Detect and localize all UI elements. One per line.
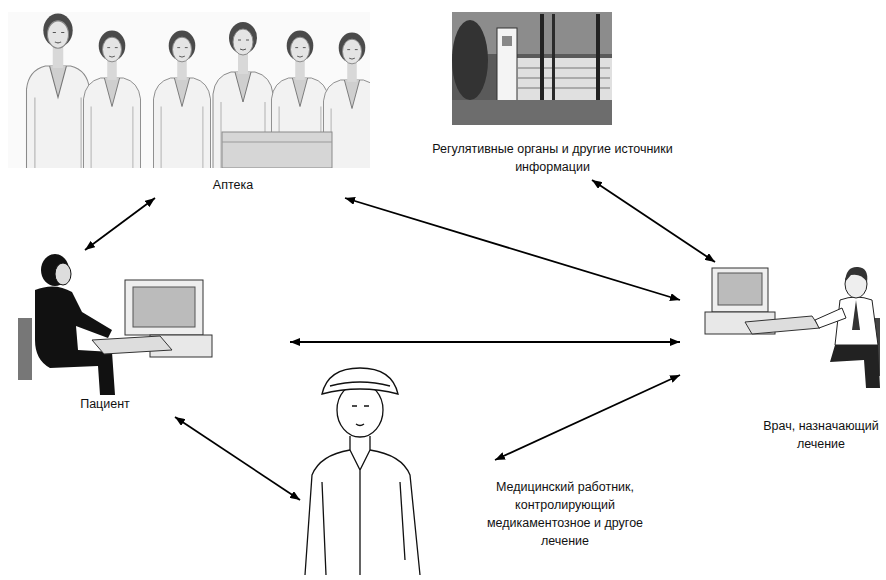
patient-figure	[18, 254, 212, 395]
regulator-node: Регулятивные органы и другие источники и…	[430, 10, 678, 180]
connector-arrow	[290, 341, 680, 343]
doctor-node: Врач, назначающий лечение	[680, 262, 884, 457]
node-caption: Врач, назначающий лечение	[762, 417, 880, 453]
connector-arrow	[495, 375, 680, 460]
doctor-figure	[705, 267, 880, 388]
node-caption: Регулятивные органы и другие источники и…	[430, 140, 675, 176]
pharmacy-node: Аптека	[8, 10, 370, 198]
connector-arrow	[345, 198, 680, 300]
node-caption: Пациент	[55, 395, 155, 413]
nurse-node: Медицинский работник, контролирующий мед…	[300, 460, 670, 578]
connector-arrow	[85, 198, 155, 250]
patient-node: Пациент	[15, 250, 290, 417]
building-photo	[452, 12, 612, 125]
nurse-figure	[305, 368, 420, 575]
connector-arrow	[592, 180, 715, 262]
node-caption: Медицинский работник, контролирующий мед…	[485, 478, 645, 551]
connector-arrow	[175, 417, 300, 500]
node-caption: Аптека	[188, 176, 278, 194]
pharmacy-photo	[8, 12, 370, 168]
